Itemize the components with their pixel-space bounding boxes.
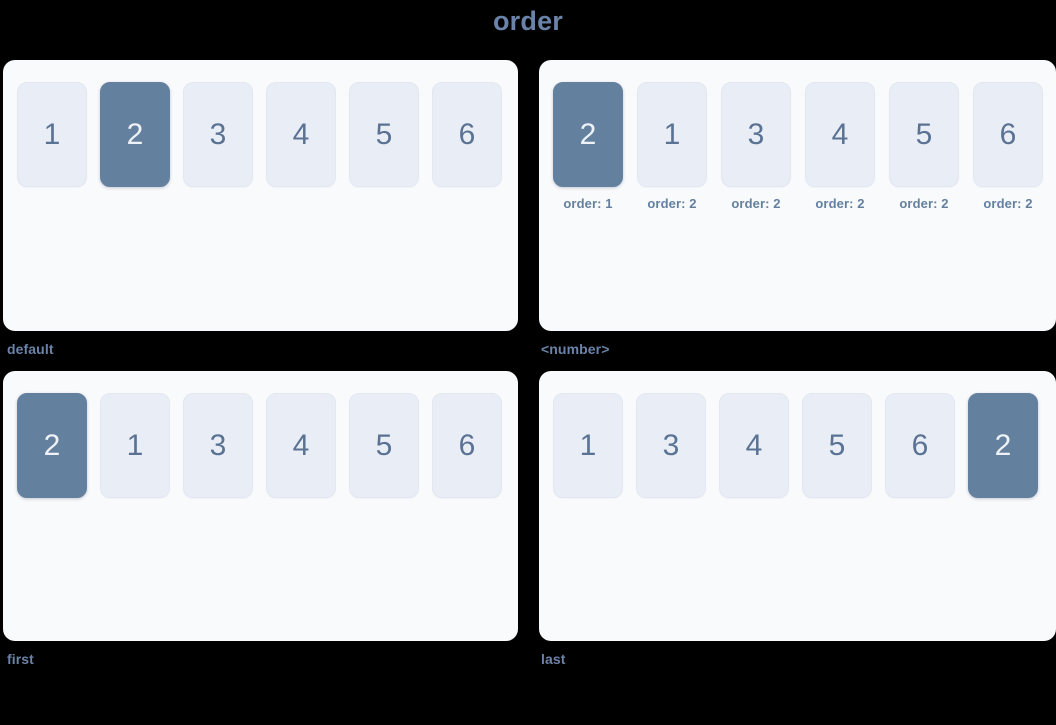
order-item[interactable]: 5 xyxy=(349,82,419,187)
order-item-active[interactable]: 2 xyxy=(17,393,87,498)
panel-label-default: default xyxy=(7,341,54,357)
order-item-active[interactable]: 2 xyxy=(100,82,170,187)
item-slot: 3 xyxy=(183,82,253,187)
item-slot: 4 xyxy=(266,393,336,498)
order-item[interactable]: 6 xyxy=(973,82,1043,187)
order-item[interactable]: 6 xyxy=(432,82,502,187)
panel-label-first: first xyxy=(7,651,34,667)
panel-default: 1 2 3 4 5 6 xyxy=(3,60,518,331)
order-caption: order: 2 xyxy=(647,196,697,211)
panel-number: 2 order: 1 1 order: 2 3 order: 2 4 order… xyxy=(539,60,1056,331)
item-slot: 3 order: 2 xyxy=(721,82,791,211)
item-slot: 1 xyxy=(17,82,87,187)
item-slot: 3 xyxy=(183,393,253,498)
item-slot: 6 order: 2 xyxy=(973,82,1043,211)
item-slot: 6 xyxy=(432,393,502,498)
item-slot: 5 xyxy=(349,393,419,498)
item-slot: 2 xyxy=(17,393,87,498)
order-caption: order: 2 xyxy=(815,196,865,211)
item-slot: 1 xyxy=(100,393,170,498)
panel-label-number: <number> xyxy=(541,341,610,357)
item-slot: 2 xyxy=(100,82,170,187)
demo-cell-first: 2 1 3 4 5 6 xyxy=(3,371,518,667)
order-item[interactable]: 4 xyxy=(805,82,875,187)
item-slot: 4 order: 2 xyxy=(805,82,875,211)
order-item[interactable]: 1 xyxy=(17,82,87,187)
item-slot: 5 xyxy=(349,82,419,187)
page-title: order xyxy=(492,6,564,36)
item-slot: 5 xyxy=(802,393,872,498)
order-item[interactable]: 5 xyxy=(349,393,419,498)
item-row-default: 1 2 3 4 5 6 xyxy=(17,82,518,187)
item-slot: 4 xyxy=(719,393,789,498)
order-item[interactable]: 4 xyxy=(266,393,336,498)
item-slot: 6 xyxy=(885,393,955,498)
item-slot: 3 xyxy=(636,393,706,498)
order-item[interactable]: 5 xyxy=(802,393,872,498)
item-row-first: 2 1 3 4 5 6 xyxy=(17,393,518,498)
item-slot: 2 xyxy=(968,393,1038,498)
item-row-last: 1 3 4 5 6 2 xyxy=(553,393,1056,498)
order-item[interactable]: 1 xyxy=(100,393,170,498)
item-slot: 1 xyxy=(553,393,623,498)
order-caption: order: 2 xyxy=(983,196,1033,211)
order-item[interactable]: 1 xyxy=(637,82,707,187)
panel-label-last: last xyxy=(541,651,566,667)
order-item[interactable]: 4 xyxy=(266,82,336,187)
order-item[interactable]: 4 xyxy=(719,393,789,498)
panel-last: 1 3 4 5 6 2 xyxy=(539,371,1056,641)
order-item-active[interactable]: 2 xyxy=(968,393,1038,498)
item-slot: 1 order: 2 xyxy=(637,82,707,211)
demo-cell-number: 2 order: 1 1 order: 2 3 order: 2 4 order… xyxy=(539,60,1056,357)
item-slot: 4 xyxy=(266,82,336,187)
order-item[interactable]: 3 xyxy=(636,393,706,498)
order-item[interactable]: 3 xyxy=(721,82,791,187)
item-slot: 2 order: 1 xyxy=(553,82,623,211)
item-row-number: 2 order: 1 1 order: 2 3 order: 2 4 order… xyxy=(553,82,1056,211)
order-item[interactable]: 3 xyxy=(183,393,253,498)
order-caption: order: 2 xyxy=(899,196,949,211)
panel-first: 2 1 3 4 5 6 xyxy=(3,371,518,641)
order-item[interactable]: 6 xyxy=(885,393,955,498)
item-slot: 5 order: 2 xyxy=(889,82,959,211)
order-item[interactable]: 3 xyxy=(183,82,253,187)
item-slot: 6 xyxy=(432,82,502,187)
demo-cell-last: 1 3 4 5 6 2 xyxy=(539,371,1056,667)
order-item[interactable]: 6 xyxy=(432,393,502,498)
order-item-active[interactable]: 2 xyxy=(553,82,623,187)
order-item[interactable]: 5 xyxy=(889,82,959,187)
demo-cell-default: 1 2 3 4 5 6 xyxy=(3,60,518,357)
panel-grid: 1 2 3 4 5 6 xyxy=(3,60,1056,672)
order-caption: order: 2 xyxy=(731,196,781,211)
order-item[interactable]: 1 xyxy=(553,393,623,498)
order-caption: order: 1 xyxy=(563,196,613,211)
